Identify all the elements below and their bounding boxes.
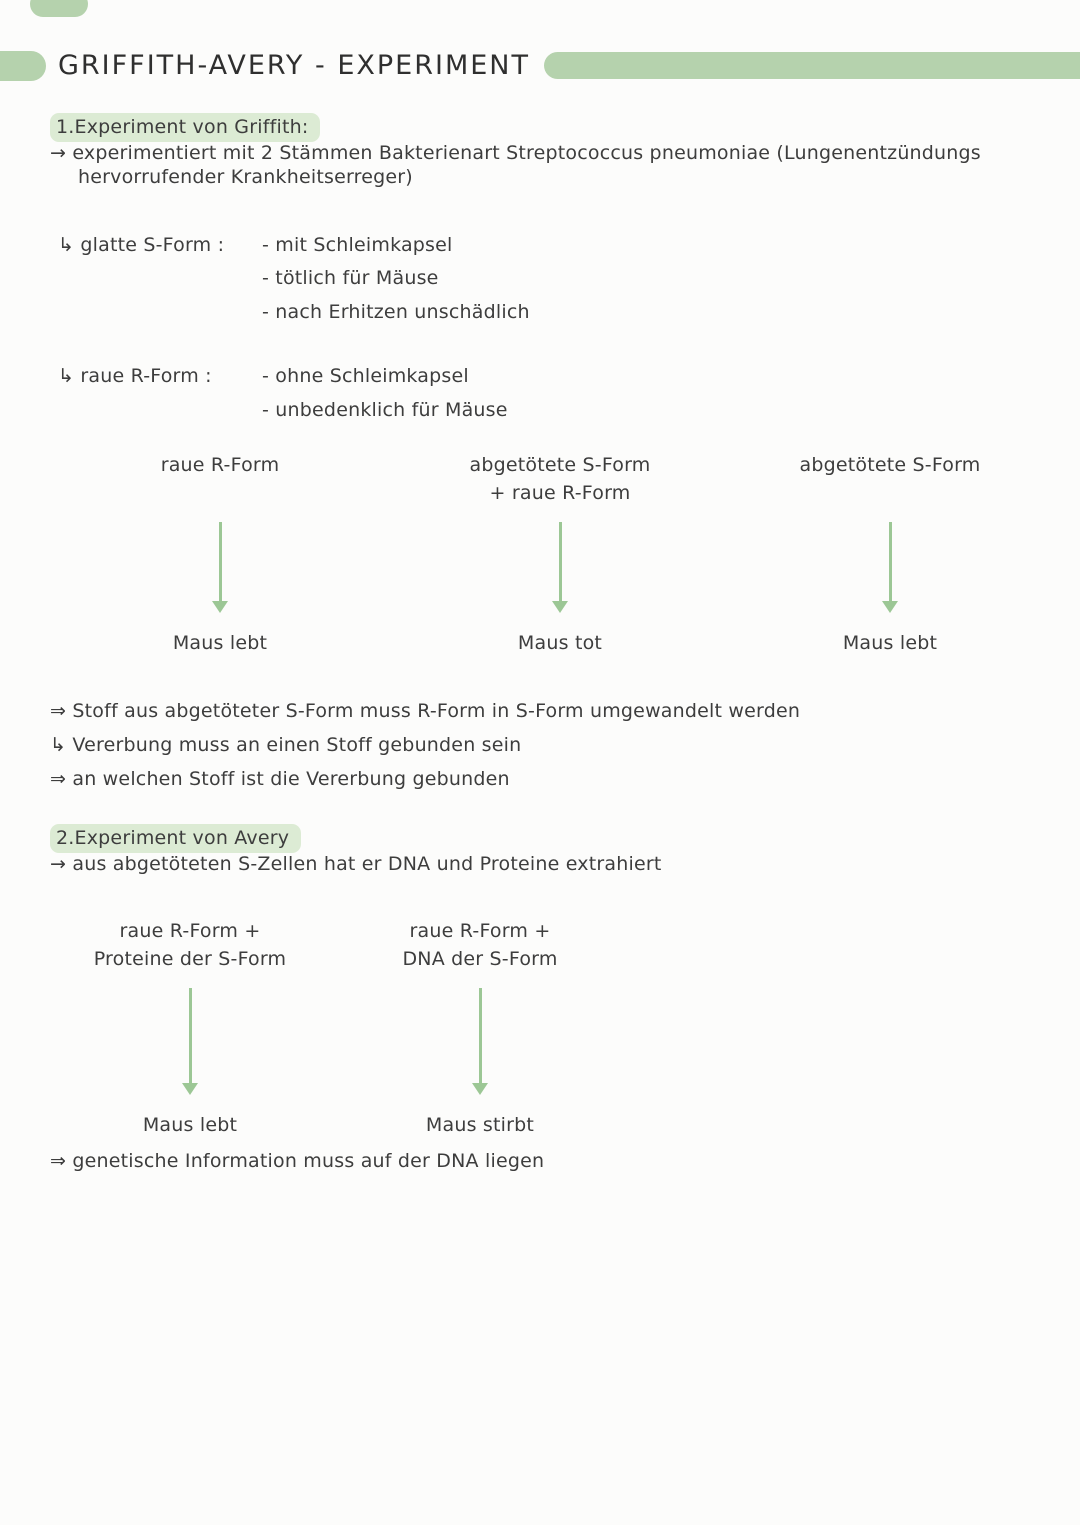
section2-intro-line: → aus abgetöteten S-Zellen hat er DNA un…: [50, 852, 662, 875]
experiment-column-killed-s-plus-r: abgetötete S-Form + raue R-Form Maus tot: [420, 454, 700, 654]
column-label-line: Proteine der S-Form: [93, 948, 287, 971]
down-arrow: [218, 522, 222, 603]
experiment-result: Maus lebt: [142, 1114, 238, 1137]
title-left-bar: [0, 50, 46, 81]
down-arrow: [188, 988, 192, 1085]
down-arrow: [558, 522, 562, 603]
title-row: GRIFFITH-AVERY - EXPERIMENT: [0, 0, 1080, 81]
column-label: raue R-Form + DNA der S-Form: [340, 920, 620, 982]
final-conclusion-line: ⇒ genetische Information muss auf der DN…: [50, 1150, 545, 1173]
s-form-label: ↳ glatte S-Form :: [58, 233, 225, 256]
column-label: raue R-Form + Proteine der S-Form: [50, 920, 330, 982]
section-avery: 2.Experiment von Avery → aus abgetöteten…: [50, 802, 1040, 1175]
r-form-item: - unbedenklich für Mäuse: [262, 398, 508, 421]
column-label: raue R-Form: [80, 454, 360, 516]
r-form-item: - ohne Schleimkapsel: [262, 364, 469, 387]
experiment-result: Maus lebt: [842, 632, 938, 655]
decorative-top-pill: [30, 0, 88, 17]
column-label-line: raue R-Form +: [409, 920, 551, 943]
column-label: abgetötete S-Form: [750, 454, 1030, 516]
title-right-bar: [544, 52, 1080, 79]
column-label-line: + raue R-Form: [489, 482, 631, 505]
experiment-result: Maus stirbt: [425, 1114, 535, 1137]
column-label-line: raue R-Form: [160, 454, 280, 477]
r-form-block: ↳ raue R-Form : - ohne Schleimkapsel - u…: [50, 365, 1040, 433]
experiment-column-killed-s: abgetötete S-Form Maus lebt: [750, 454, 1030, 654]
experiment-result: Maus tot: [517, 632, 603, 655]
section-griffith: 1.Experiment von Griffith: → experimenti…: [50, 81, 1040, 792]
column-label-line: abgetötete S-Form: [469, 454, 651, 477]
conclusion-line: ⇒ an welchen Stoff ist die Vererbung geb…: [50, 767, 510, 790]
section1-intro-line-2: hervorrufender Krankheitserreger): [78, 165, 413, 188]
down-arrow: [478, 988, 482, 1085]
page-content: 1.Experiment von Griffith: → experimenti…: [0, 81, 1080, 1174]
avery-experiment-diagram: raue R-Form + Proteine der S-Form Maus l…: [50, 920, 1040, 1150]
section1-conclusions: ⇒ Stoff aus abgetöteter S-Form muss R-Fo…: [50, 700, 1040, 791]
experiment-column-r-form: raue R-Form Maus lebt: [80, 454, 360, 654]
column-label: abgetötete S-Form + raue R-Form: [420, 454, 700, 516]
page-title: GRIFFITH-AVERY - EXPERIMENT: [58, 50, 530, 81]
experiment-result: Maus lebt: [172, 632, 268, 655]
conclusion-line: ⇒ Stoff aus abgetöteter S-Form muss R-Fo…: [50, 700, 801, 723]
down-arrow: [888, 522, 892, 603]
griffith-experiment-diagram: raue R-Form Maus lebt abgetötete S-Form …: [50, 454, 1040, 666]
s-form-item: - nach Erhitzen unschädlich: [262, 301, 530, 323]
section1-intro-line-1: → experimentiert mit 2 Stämmen Bakterien…: [50, 142, 981, 164]
column-label-line: DNA der S-Form: [402, 948, 558, 971]
s-form-item: - tötlich für Mäuse: [262, 267, 439, 290]
experiment-column-proteins: raue R-Form + Proteine der S-Form Maus l…: [50, 920, 330, 1136]
s-form-block: ↳ glatte S-Form : - mit Schleimkapsel - …: [50, 234, 1040, 335]
section1-heading: 1.Experiment von Griffith:: [50, 113, 321, 142]
r-form-items: - ohne Schleimkapsel - unbedenklich für …: [262, 365, 508, 433]
column-label-line: raue R-Form +: [119, 920, 261, 943]
r-form-label: ↳ raue R-Form :: [58, 364, 212, 387]
s-form-items: - mit Schleimkapsel - tötlich für Mäuse …: [262, 234, 530, 335]
section2-heading: 2.Experiment von Avery: [50, 823, 302, 853]
conclusion-line: ↳ Vererbung muss an einen Stoff gebunden…: [50, 734, 522, 756]
experiment-column-dna: raue R-Form + DNA der S-Form Maus stirbt: [340, 920, 620, 1136]
s-form-item: - mit Schleimkapsel: [262, 233, 453, 256]
column-label-line: abgetötete S-Form: [799, 454, 981, 477]
